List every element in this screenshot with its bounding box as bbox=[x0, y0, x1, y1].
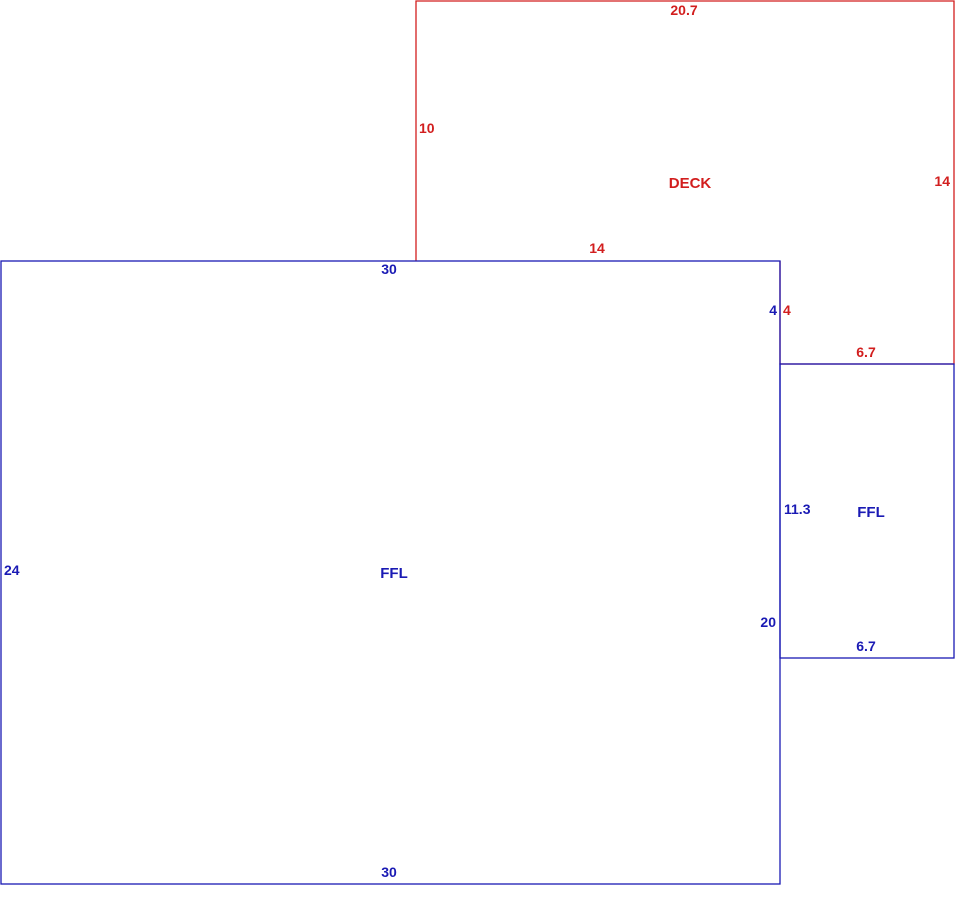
small-ffl-bottom-dim: 6.7 bbox=[856, 638, 876, 654]
deck-right-dim: 14 bbox=[934, 173, 950, 189]
deck-bottom-right-dim: 6.7 bbox=[856, 344, 876, 360]
main-ffl-area-label: FFL bbox=[380, 565, 408, 582]
small-ffl-left-dim: 11.3 bbox=[784, 501, 811, 517]
deck-area-label: DECK bbox=[669, 175, 712, 192]
main-ffl-bottom-dim: 30 bbox=[381, 864, 397, 880]
small-ffl-outline bbox=[779, 363, 955, 659]
deck-top-dim: 20.7 bbox=[670, 2, 697, 18]
small-ffl-area-label: FFL bbox=[857, 504, 885, 521]
main-ffl-left-dim: 24 bbox=[4, 562, 20, 578]
main-ffl-right-upper-dim: 4 bbox=[769, 302, 777, 318]
main-ffl-top-dim: 30 bbox=[381, 261, 397, 277]
deck-inner-side-dim: 4 bbox=[783, 302, 791, 318]
deck-left-dim: 10 bbox=[419, 120, 435, 136]
main-ffl-right-lower-dim: 20 bbox=[760, 614, 776, 630]
deck-bottom-left-dim: 14 bbox=[589, 240, 605, 256]
